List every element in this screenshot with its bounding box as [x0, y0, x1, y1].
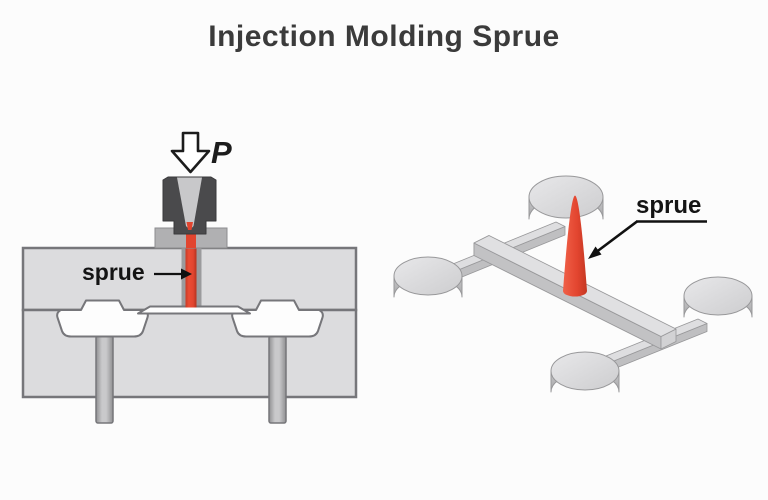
part-puck-bottom: [550, 351, 620, 393]
part-puck-left: [393, 256, 463, 298]
arrowhead-icon: [588, 246, 602, 259]
pressure-arrow-icon: [170, 131, 211, 174]
sprue-leader-left: [154, 268, 192, 280]
part-puck-right: [683, 276, 753, 318]
mold-cavity-right: [231, 299, 324, 338]
nozzle-melt-funnel: [177, 177, 202, 229]
runner-channel: [137, 305, 251, 315]
sprue-label-left: sprue: [82, 259, 145, 285]
figure-title: Injection Molding Sprue: [208, 20, 560, 53]
sprue-channel-nozzle-tip: [186, 222, 193, 230]
pressure-label: P: [211, 135, 232, 170]
ejector-pin-left: [95, 335, 114, 424]
sprue-leader-right: [588, 220, 707, 259]
sprue-label-right: sprue: [636, 192, 702, 219]
sprue-channel-red: [185, 229, 197, 308]
arrowhead-icon: [181, 268, 192, 280]
sprue-channel-in-bushing: [186, 229, 196, 248]
ejector-pin-right: [268, 335, 287, 424]
isometric-molded-part: [393, 175, 753, 393]
mold-cross-section: [21, 131, 358, 424]
part-puck-top: [528, 175, 604, 220]
sprue-cone: [563, 195, 587, 297]
